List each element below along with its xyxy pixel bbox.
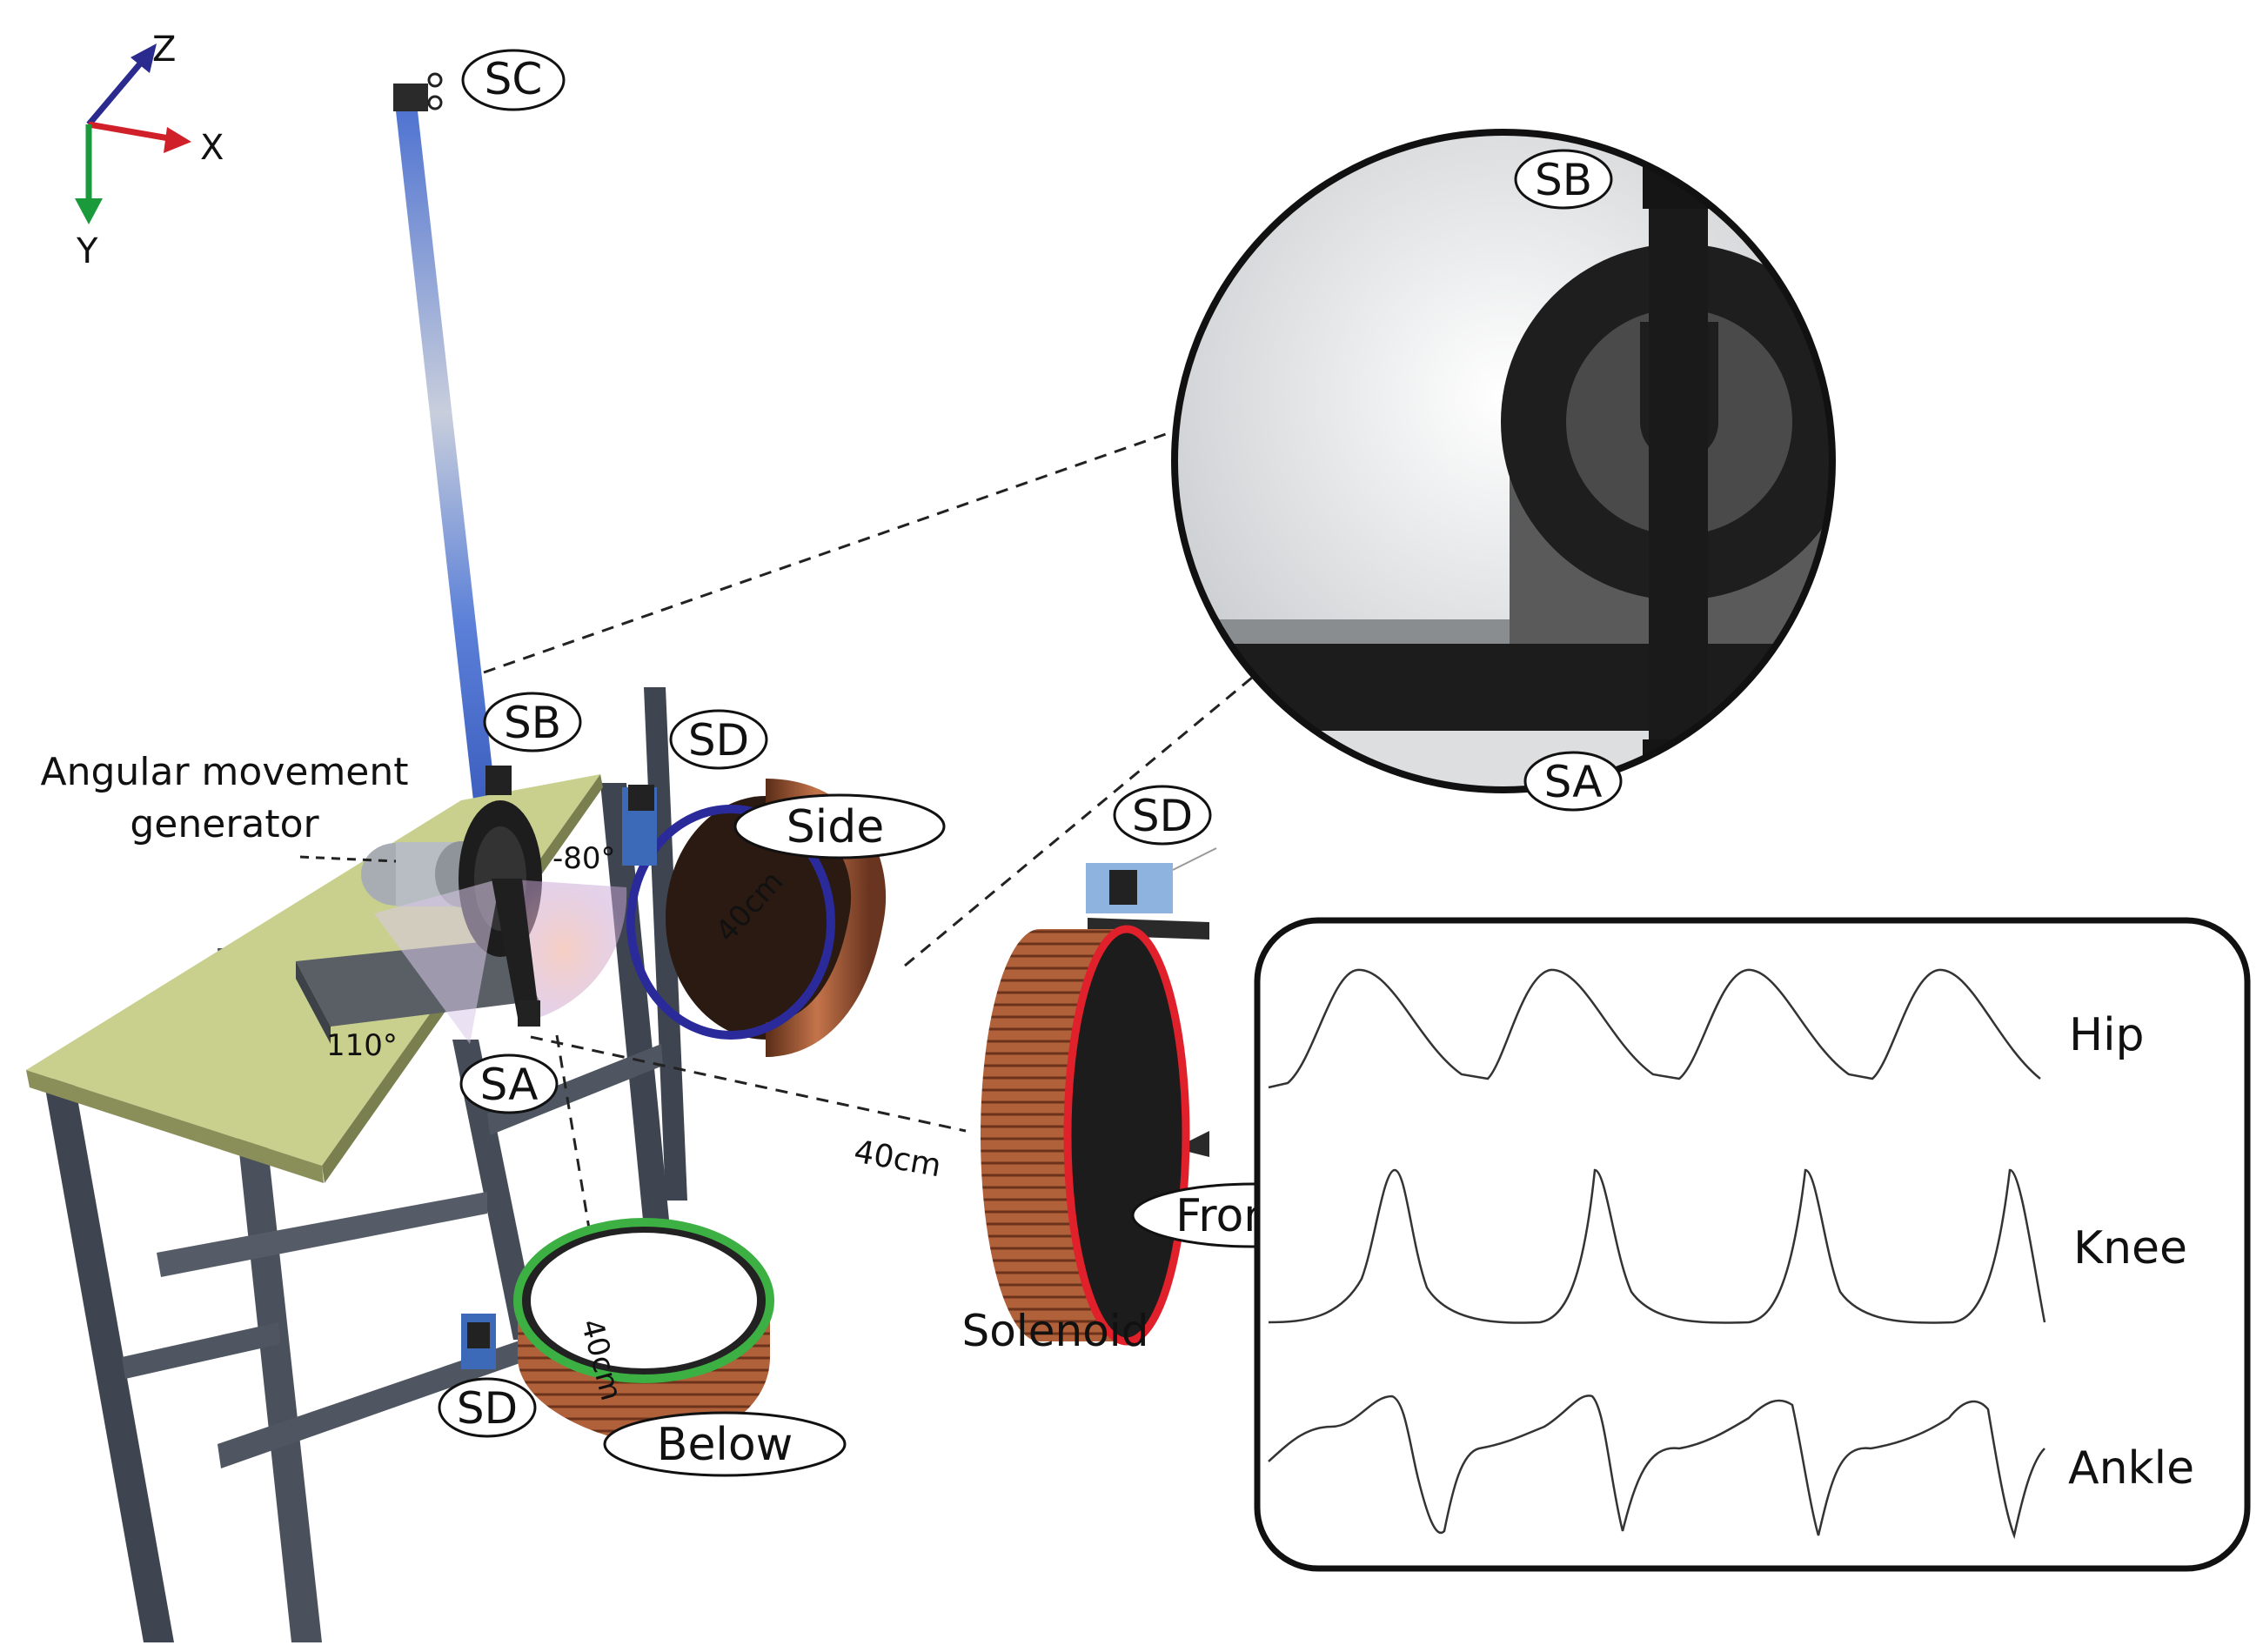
svg-text:SD: SD xyxy=(688,715,749,766)
zoom-detail-circle xyxy=(1171,129,1836,793)
axis-triad: Z X Y xyxy=(75,30,224,271)
svg-text:SD: SD xyxy=(1132,791,1193,841)
below-tag: Below xyxy=(603,1411,847,1477)
zoom-connector-lines xyxy=(483,390,1315,967)
z-axis-arrow xyxy=(86,54,149,127)
svg-text:SA: SA xyxy=(480,1060,539,1110)
svg-text:Side: Side xyxy=(787,801,884,853)
sensor-sd-side-tag: SD xyxy=(669,709,768,770)
sensor-sa-tag: SA xyxy=(459,1053,559,1114)
test-stand xyxy=(26,687,967,1642)
solenoid-label: Solenoid xyxy=(962,1306,1149,1356)
zoom-sa-tag: SA xyxy=(1523,751,1623,812)
hip-signal-trace xyxy=(1268,968,2041,1089)
svg-text:SA: SA xyxy=(1544,757,1603,807)
sensor-sd-frontal-tag: SD xyxy=(1113,785,1212,846)
sensor-sc-clip-icon xyxy=(393,84,428,111)
sensor-sa-clip-icon xyxy=(518,1000,540,1027)
hip-label: Hip xyxy=(2069,1009,2145,1061)
side-tag: Side xyxy=(733,793,946,859)
dist-frontal-label: 40cm xyxy=(851,1134,943,1184)
joint-signals-panel: Hip Knee Ankle xyxy=(1254,917,2251,1572)
knee-label: Knee xyxy=(2073,1222,2187,1274)
sensor-sd-below-tag: SD xyxy=(438,1377,537,1438)
zoom-sb-tag: SB xyxy=(1514,149,1613,210)
generator-label-line2: generator xyxy=(130,802,319,846)
below-solenoid xyxy=(461,1218,774,1444)
y-axis-label: Y xyxy=(76,231,98,271)
knee-signal-trace xyxy=(1268,1168,2046,1324)
svg-text:SB: SB xyxy=(504,698,561,748)
sensor-sb-tag: SB xyxy=(483,692,582,752)
below-ring-outline xyxy=(513,1218,774,1383)
svg-text:Below: Below xyxy=(657,1419,793,1471)
svg-text:SC: SC xyxy=(485,54,543,104)
angle-minus80-label: -80° xyxy=(552,841,616,876)
angle-110-label: 110° xyxy=(326,1028,398,1063)
svg-text:SD: SD xyxy=(457,1383,518,1434)
sensor-sc-tag: SC xyxy=(461,49,566,111)
x-axis-label: X xyxy=(200,128,224,168)
pendulum-pole xyxy=(393,72,496,800)
zoom-sa-sensor-icon xyxy=(1643,739,1712,790)
frontal-solenoid xyxy=(981,863,1209,1346)
x-axis-arrow xyxy=(88,121,175,143)
ankle-label: Ankle xyxy=(2068,1442,2194,1495)
sensor-sb-clip-icon xyxy=(485,766,512,795)
frontal-ring-outline xyxy=(1063,925,1190,1346)
generator-label-line1: Angular movement xyxy=(40,750,408,794)
ankle-signal-trace xyxy=(1268,1395,2045,1540)
z-axis-label: Z xyxy=(152,30,176,70)
zoom-rod xyxy=(1649,132,1708,790)
svg-text:SB: SB xyxy=(1535,155,1592,205)
side-ring-outline xyxy=(626,805,835,1040)
